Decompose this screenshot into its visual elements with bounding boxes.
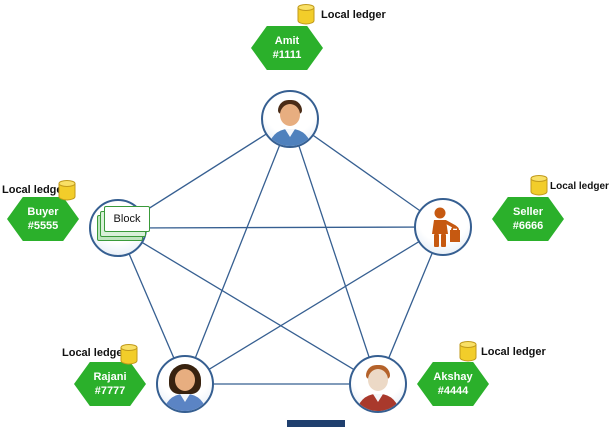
- man-avatar-icon: [351, 357, 405, 411]
- ledger-label-amit: Local ledger: [321, 9, 386, 21]
- node-badge-rajani: Rajani #7777: [74, 362, 146, 406]
- shopper-icon: [432, 207, 460, 247]
- block-icon: Block: [97, 206, 153, 242]
- node-name: Rajani: [93, 370, 127, 383]
- ledger-label-seller: Local ledger: [550, 181, 609, 192]
- node-amit: [261, 90, 319, 148]
- node-id: #6666: [512, 219, 544, 232]
- man-avatar-icon: [263, 92, 317, 146]
- ledger-cylinder-icon: [120, 344, 138, 370]
- woman-avatar-icon: [158, 357, 212, 411]
- ledger-label-buyer: Local ledger: [2, 184, 67, 196]
- ledger-cylinder-icon: [530, 175, 548, 201]
- node-id: #7777: [94, 384, 126, 397]
- node-rajani: [156, 355, 214, 413]
- ledger-cylinder-icon: [297, 4, 315, 30]
- node-badge-amit: Amit #1111: [251, 26, 323, 70]
- block-label: Block: [104, 206, 150, 232]
- node-badge-seller: Seller #6666: [492, 197, 564, 241]
- ledger-label-akshay: Local ledger: [481, 346, 546, 358]
- node-seller: [414, 198, 472, 256]
- bottom-edge-bar: [287, 420, 345, 427]
- node-id: #4444: [437, 384, 469, 397]
- node-name: Amit: [274, 34, 300, 47]
- node-name: Akshay: [433, 370, 473, 383]
- ledger-label-rajani: Local ledger: [62, 347, 127, 359]
- node-badge-akshay: Akshay #4444: [417, 362, 489, 406]
- node-name: Buyer: [27, 205, 59, 218]
- node-id: #1111: [272, 48, 302, 61]
- node-akshay: [349, 355, 407, 413]
- node-name: Seller: [513, 205, 543, 218]
- node-id: #5555: [27, 219, 59, 232]
- ledger-cylinder-icon: [58, 180, 76, 206]
- node-badge-buyer: Buyer #5555: [7, 197, 79, 241]
- ledger-cylinder-icon: [459, 341, 477, 367]
